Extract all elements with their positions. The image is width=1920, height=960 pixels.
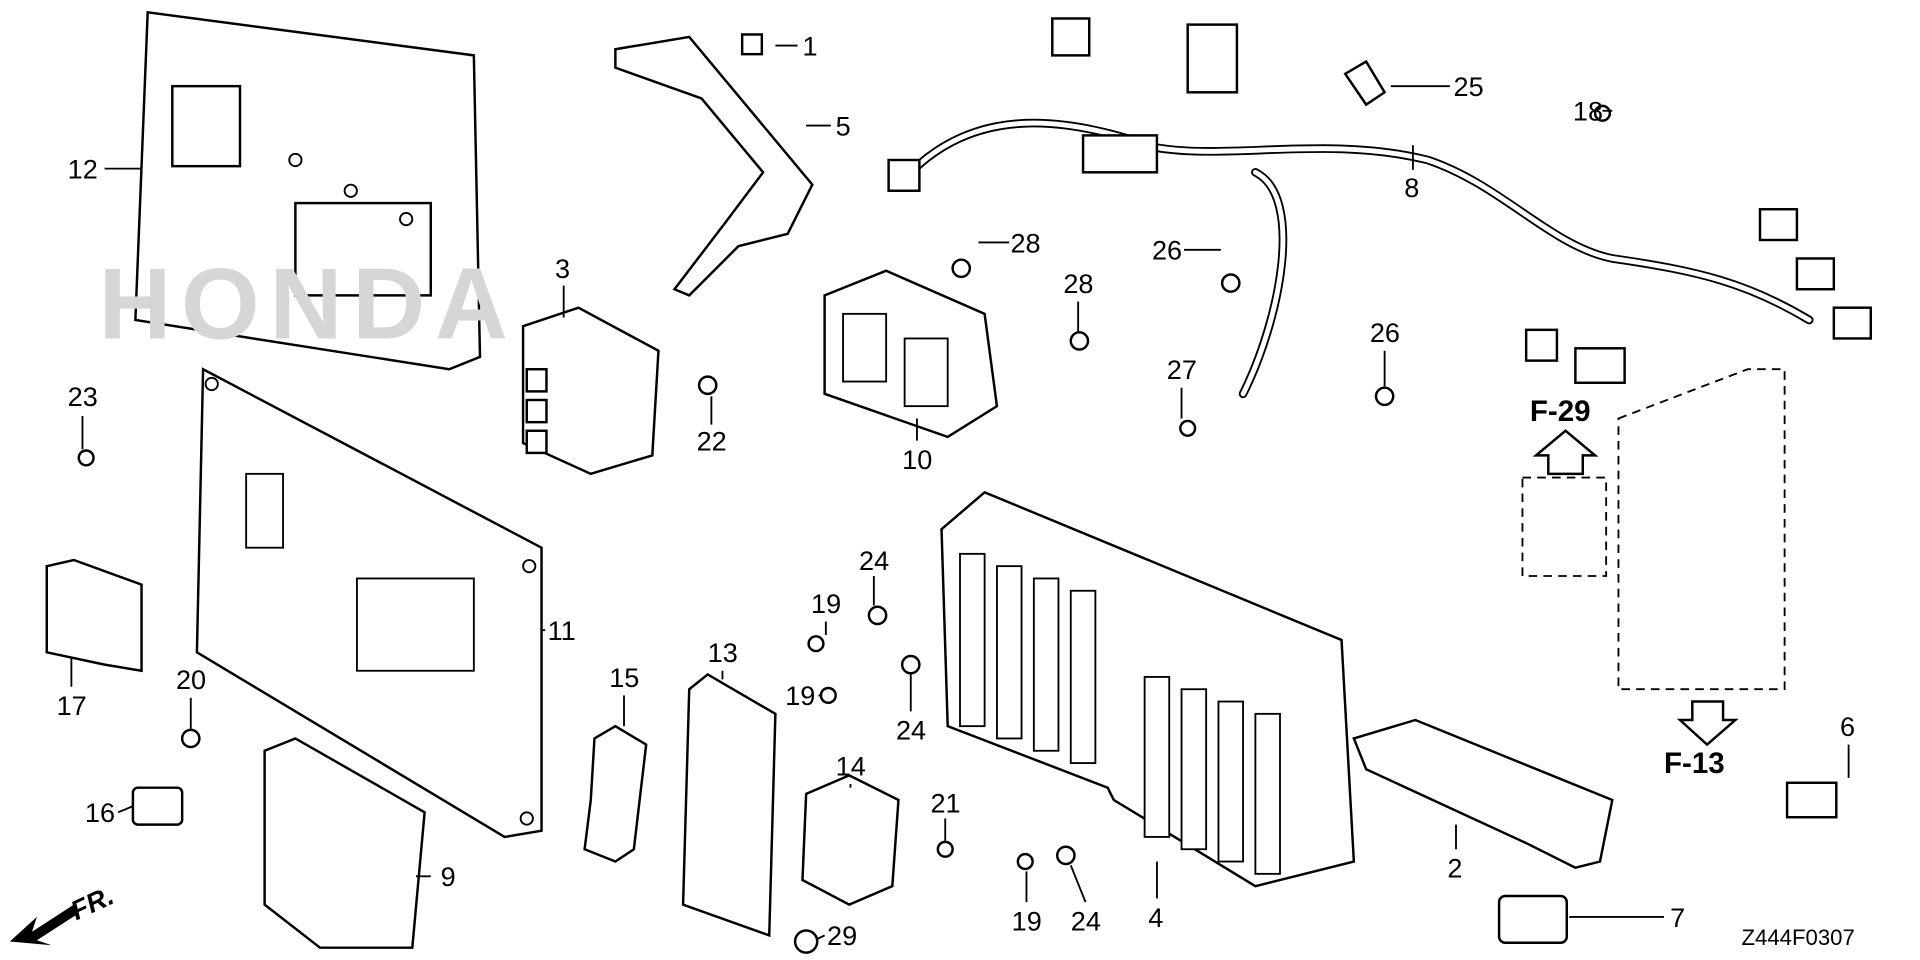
part-7-cap [1497,894,1568,945]
screws [77,59,1612,954]
part-6-connector [1785,781,1838,819]
callout-21: 21 [930,787,960,818]
callout-26a: 26 [1152,235,1182,266]
callout-28b: 28 [1063,268,1093,299]
callout-24b: 24 [896,715,926,746]
callout-18: 18 [1573,96,1603,127]
callout-26b: 26 [1370,317,1400,348]
callout-4: 4 [1148,902,1163,933]
callout-1: 1 [802,30,817,61]
callout-28a: 28 [1010,227,1040,258]
callout-14: 14 [836,750,866,781]
callout-7: 7 [1670,902,1685,933]
part-14-cap [801,774,900,906]
part-12-panel [134,10,482,371]
part-15-bracket [583,724,648,863]
part-13-module [681,672,777,938]
leader-lines [70,44,1850,940]
part-1-clip [740,33,764,56]
callout-24c: 24 [1071,905,1101,936]
callout-6: 6 [1840,711,1855,742]
part-2-cover [1352,718,1614,869]
callout-27: 27 [1167,354,1197,385]
ref-f13: F-13 [1664,747,1725,780]
part-11-plate [195,367,543,839]
callout-29: 29 [827,920,857,951]
callout-3: 3 [555,253,570,284]
callout-11: 11 [548,615,576,646]
callout-19c: 19 [1012,905,1042,936]
f13-detail-box [1617,368,1786,691]
ref-f29: F-29 [1530,395,1591,428]
callout-12: 12 [68,153,98,184]
f29-detail-box [1521,476,1608,577]
watermark: HONDA [98,248,517,360]
callout-23: 23 [68,381,98,412]
part-8-harness [887,17,1872,399]
callout-19b: 19 [785,680,815,711]
front-marker: FR. [66,880,119,927]
part-10-outlet [823,269,999,439]
callout-19a: 19 [811,588,841,619]
callout-15: 15 [609,662,639,693]
part-3-box [521,306,660,476]
callout-13: 13 [708,637,738,668]
callout-17: 17 [57,690,87,721]
callout-2: 2 [1447,853,1462,884]
callout-22: 22 [697,425,727,456]
callouts: 1 2 3 4 5 6 7 8 9 10 11 12 13 14 15 16 1… [57,30,1855,951]
callout-20: 20 [176,664,206,695]
callout-25: 25 [1454,71,1484,102]
front-arrow-icon [9,904,79,946]
part-4-inverter [940,490,1356,888]
drawing-code: Z444F0307 [1742,925,1855,950]
f29-arrow [1532,429,1599,476]
callout-8: 8 [1404,172,1419,203]
callout-5: 5 [836,110,851,141]
callout-10: 10 [902,444,932,475]
callout-16: 16 [85,797,115,828]
f13-arrow [1676,700,1739,747]
part-9-cover [263,737,426,949]
part-5-bracket [614,35,814,297]
callout-9: 9 [441,861,456,892]
part-16-switch [131,786,184,826]
part-17-receptacle [45,558,143,673]
callout-24a: 24 [859,545,889,576]
